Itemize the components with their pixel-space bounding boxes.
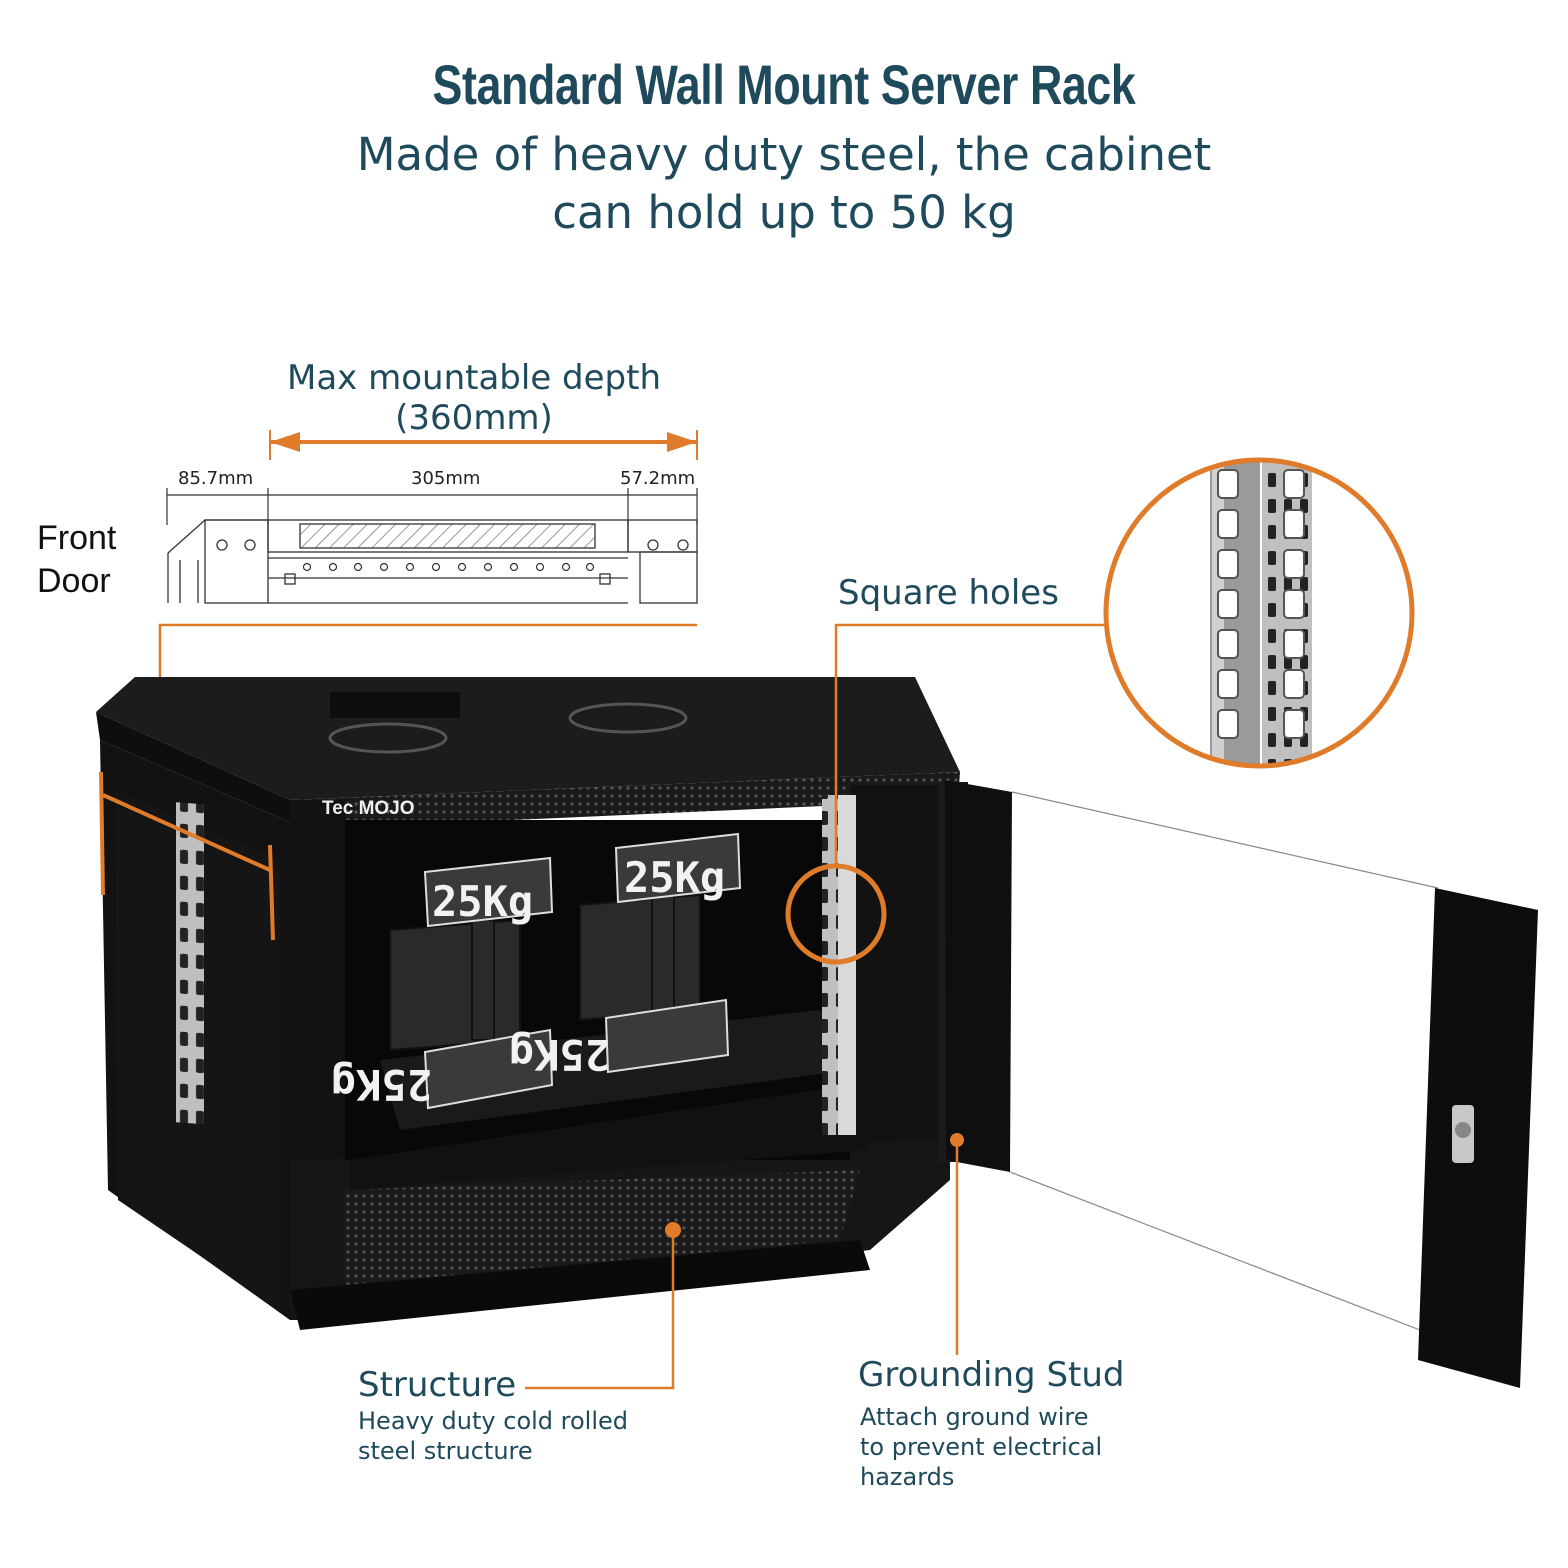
structure-description: Heavy duty cold rolled steel structure xyxy=(358,1407,629,1465)
dimension-middle: 305mm xyxy=(411,468,481,489)
dimension-rear: 57.2mm xyxy=(620,468,696,489)
page-title: Standard Wall Mount Server Rack xyxy=(432,53,1136,116)
rail-holes-drawing xyxy=(302,562,595,572)
page-subtitle: Made of heavy duty steel, the cabinet ca… xyxy=(356,128,1212,239)
weight-label-3: 25Kg xyxy=(331,1060,432,1109)
side-depth-arrow xyxy=(99,771,275,941)
depth-arrow xyxy=(269,430,698,460)
grounding-stud-description: Attach ground wire to prevent electrical… xyxy=(860,1403,1103,1491)
dimension-lines xyxy=(166,488,698,525)
weight-label-2: 25Kg xyxy=(624,853,725,902)
dimension-front: 85.7mm xyxy=(178,468,254,489)
glass-door xyxy=(945,780,1538,1388)
max-depth-label: Max mountable depth (360mm) xyxy=(287,358,661,438)
weight-label-1: 25Kg xyxy=(432,877,533,926)
structure-leader xyxy=(525,1230,675,1390)
square-holes-leader xyxy=(834,623,1104,866)
grounding-stud-title: Grounding Stud xyxy=(858,1355,1125,1395)
square-holes-title: Square holes xyxy=(838,573,1059,613)
structure-title: Structure xyxy=(358,1365,517,1405)
side-view-drawing xyxy=(167,519,698,604)
weight-label-4: 25Kg xyxy=(509,1030,610,1079)
front-door-label: Front Door xyxy=(37,519,117,600)
brand-logo: Tec MOJO xyxy=(322,798,415,819)
square-holes-zoom xyxy=(1103,457,1415,769)
